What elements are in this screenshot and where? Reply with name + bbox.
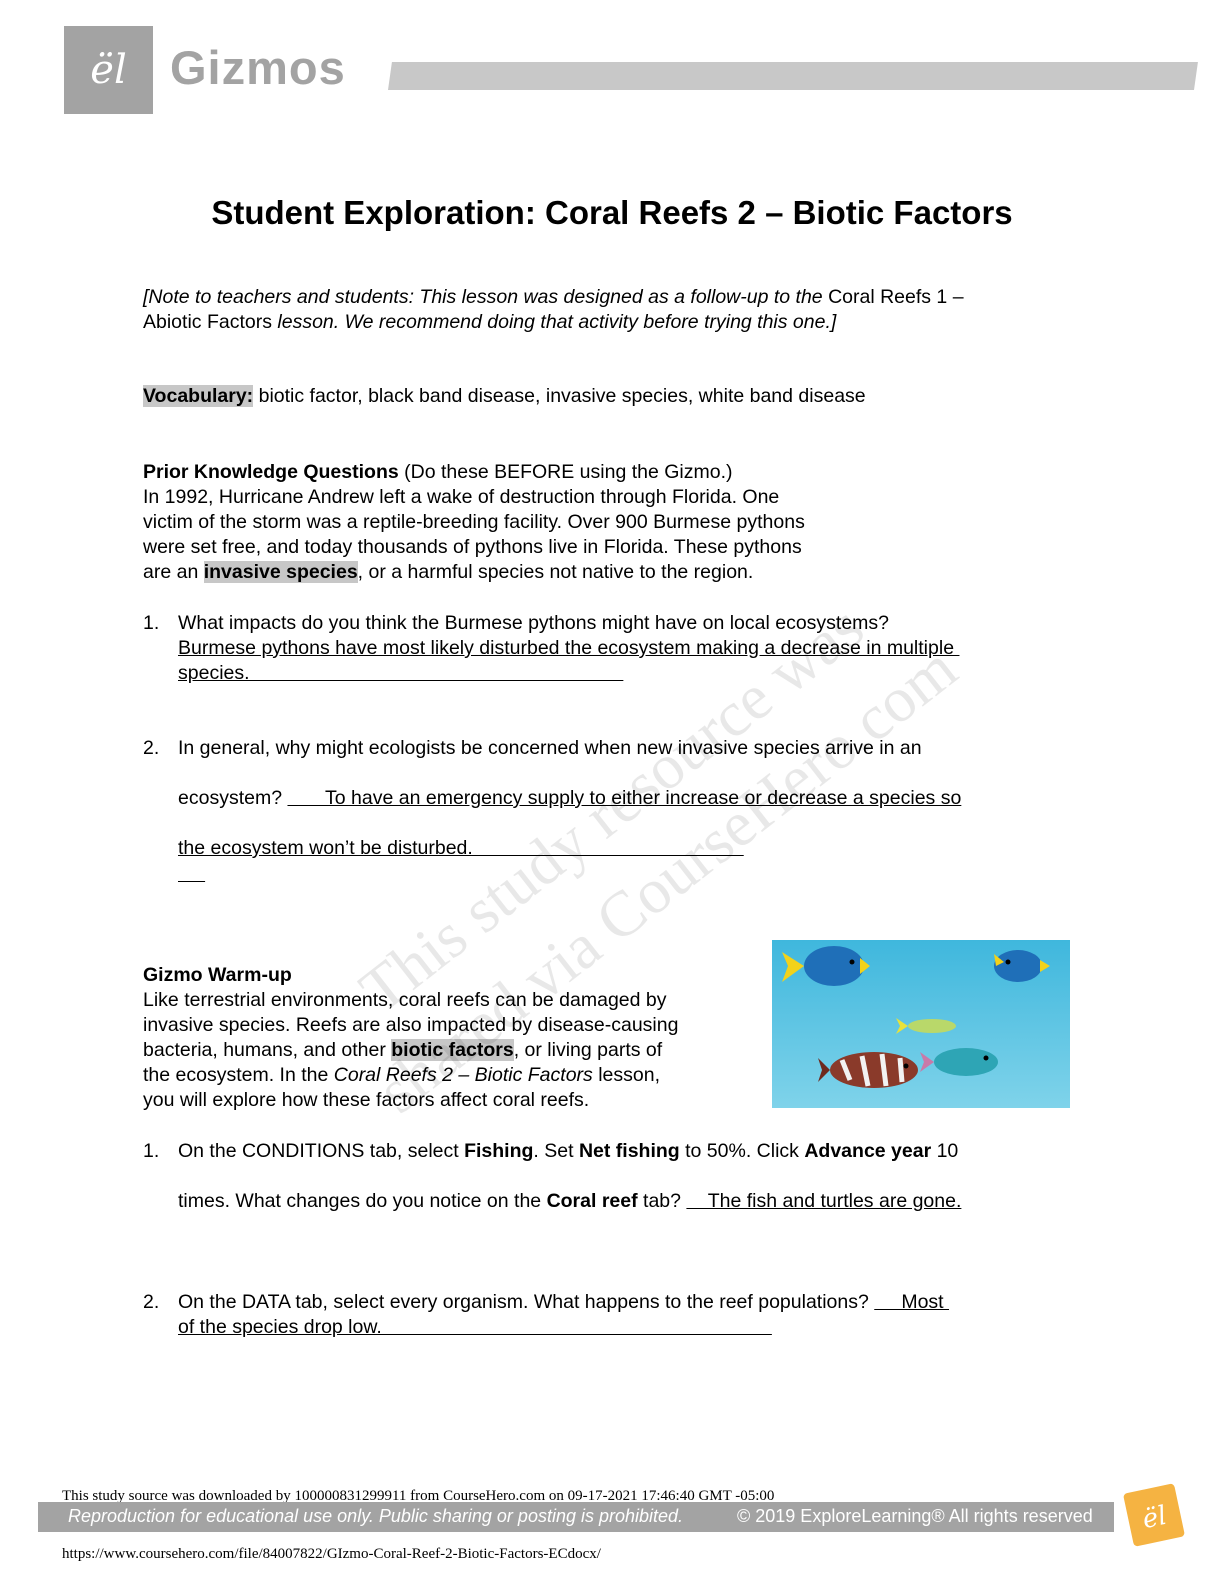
brand-name: Gizmos: [170, 41, 346, 94]
prior-knowledge-section: Prior Knowledge Questions (Do these BEFO…: [143, 460, 923, 585]
prior-knowledge-line: are an: [143, 561, 204, 583]
warmup-line: , or living parts of: [513, 1039, 663, 1061]
logo-glyph: ël: [90, 47, 127, 93]
parrotfish-icon: [920, 1048, 998, 1076]
question-text: 10: [931, 1140, 959, 1162]
prior-knowledge-line: , or a harmful species not native to the…: [357, 561, 754, 583]
prior-knowledge-heading: Prior Knowledge Questions: [143, 461, 399, 483]
warmup-line: bacteria, humans, and other: [143, 1039, 392, 1061]
note-part-3: Abiotic Factors: [143, 311, 272, 333]
vocabulary-label: Vocabulary:: [143, 385, 254, 407]
question-number: 2.: [143, 737, 160, 759]
answer-text: species.: [178, 662, 624, 684]
page-title: Student Exploration: Coral Reefs 2 – Bio…: [211, 194, 1013, 231]
warmup-line: you will explore how these factors affec…: [143, 1089, 590, 1111]
warmup-line: the ecosystem. In the: [143, 1064, 334, 1086]
question-number: 1.: [143, 612, 160, 634]
coral-reef-fish-image: [772, 940, 1070, 1108]
question-text: to 50%. Click: [679, 1140, 805, 1162]
answer-text: The fish and turtles are gone.: [686, 1190, 962, 1212]
header-bar: [388, 62, 1198, 90]
note-part-4: lesson. We recommend doing that activity…: [271, 311, 837, 333]
question-text: . Set: [533, 1140, 579, 1162]
question-text: What impacts do you think the Burmese py…: [178, 612, 890, 634]
question-text: In general, why might ecologists be conc…: [178, 737, 922, 759]
question-text: Net fishing: [578, 1140, 680, 1162]
footer-source: This study source was downloaded by 1000…: [62, 1488, 775, 1504]
warmup-question-1-line-2: times. What changes do you notice on the…: [178, 1189, 1098, 1214]
answer-text: Burmese pythons have most likely disturb…: [178, 637, 960, 659]
warmup-question-2: On the DATA tab, select every organism. …: [178, 1290, 1098, 1340]
question-text: On the CONDITIONS tab, select: [178, 1140, 465, 1162]
biotic-factors-term: biotic factors: [391, 1039, 514, 1061]
warmup-section: Gizmo Warm-up Like terrestrial environme…: [143, 963, 763, 1113]
explorelearning-logo-icon: ël: [1123, 1483, 1185, 1547]
yellowtail-fish-icon: [896, 1018, 956, 1034]
question-number: 1.: [143, 1140, 160, 1162]
gizmos-logo: ël: [64, 26, 153, 114]
prior-knowledge-heading-note: (Do these BEFORE using the Gizmo.): [398, 461, 733, 483]
footer-copyright: © 2019 ExploreLearning® All rights reser…: [737, 1506, 1093, 1526]
vocabulary-line: Vocabulary: biotic factor, black band di…: [143, 384, 866, 409]
angelfish-icon: [994, 950, 1050, 982]
question-text: On the DATA tab, select every organism. …: [178, 1291, 875, 1313]
note-part-2: Coral Reefs 1 –: [828, 286, 964, 308]
pk-question-2-line-2: ecosystem? To have an emergency supply t…: [178, 786, 1098, 811]
grouper-icon: [818, 1052, 918, 1088]
warmup-line: Like terrestrial environments, coral ree…: [143, 989, 667, 1011]
vocabulary-terms: biotic factor, black band disease, invas…: [253, 385, 866, 407]
answer-text: the ecosystem won’t be disturbed.: [178, 837, 744, 859]
question-text: Advance year: [804, 1140, 932, 1162]
footer-bar: [38, 1502, 1114, 1532]
answer-text: [178, 862, 205, 887]
answer-text: of the species drop low.: [178, 1316, 772, 1338]
question-text: Coral reef: [546, 1190, 638, 1212]
note-part-1: [Note to teachers and students: This les…: [143, 286, 829, 308]
warmup-line: invasive species. Reefs are also impacte…: [143, 1014, 679, 1036]
note-paragraph: [Note to teachers and students: This les…: [143, 285, 1083, 335]
warmup-line: lesson,: [592, 1064, 660, 1086]
invasive-species-term: invasive species: [203, 561, 358, 583]
answer-text: To have an emergency supply to either in…: [287, 787, 962, 809]
answer-text: Most: [874, 1291, 950, 1313]
pk-question-1: What impacts do you think the Burmese py…: [178, 611, 1078, 686]
question-text: tab?: [637, 1190, 687, 1212]
prior-knowledge-line: were set free, and today thousands of py…: [143, 536, 802, 558]
prior-knowledge-line: victim of the storm was a reptile-breedi…: [143, 511, 805, 533]
prior-knowledge-line: In 1992, Hurricane Andrew left a wake of…: [143, 486, 780, 508]
question-text: ecosystem?: [178, 787, 288, 809]
warmup-question-1: On the CONDITIONS tab, select Fishing. S…: [178, 1139, 1078, 1164]
question-text: times. What changes do you notice on the: [178, 1190, 547, 1212]
footer-url[interactable]: https://www.coursehero.com/file/84007822…: [62, 1546, 601, 1562]
lesson-title: Coral Reefs 2 – Biotic Factors: [333, 1064, 593, 1086]
angelfish-icon: [782, 946, 870, 986]
question-text: Fishing: [464, 1140, 534, 1162]
question-number: 2.: [143, 1291, 160, 1313]
warmup-heading: Gizmo Warm-up: [143, 964, 292, 986]
footer-notice: Reproduction for educational use only. P…: [68, 1506, 684, 1526]
